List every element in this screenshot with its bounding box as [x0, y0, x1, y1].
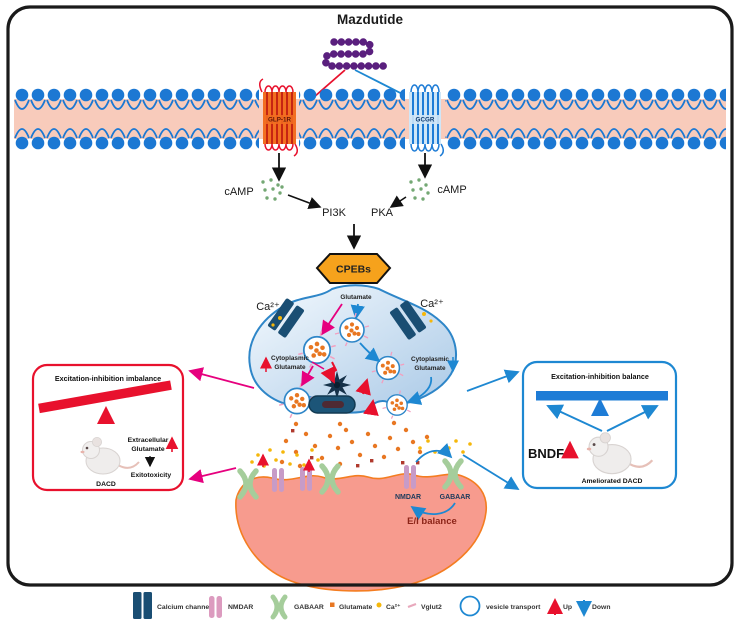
gabaar-icon [270, 594, 288, 620]
legend-item-vglut2: Vglut2 [407, 602, 442, 611]
arrow-mouse-to-seesaw-left [546, 404, 603, 432]
legend-item-down: Down [576, 600, 611, 617]
svg-text:Calcium channel: Calcium channel [157, 604, 211, 611]
arrow-glutamate-uptake-magenta [321, 303, 343, 336]
calcium-channel-icon [133, 592, 152, 619]
figure-title: Mazdutide [337, 12, 403, 27]
svg-text:Cytoplasmic: Cytoplasmic [271, 355, 309, 362]
mazdutide-peptide-chain [321, 38, 388, 70]
camp-dots-right [409, 178, 430, 201]
svg-text:vesicle transport: vesicle transport [486, 604, 541, 611]
ei-balance-label: E/I balance [407, 516, 457, 527]
extracellular-label-line1: Extracellular [128, 437, 169, 444]
svg-text:Glutamate: Glutamate [274, 364, 306, 371]
legend: Calcium channel NMDAR GABAAR Glutamate C… [133, 592, 611, 620]
red-up-arrow [362, 399, 379, 417]
glutamate-label: Glutamate [340, 294, 372, 301]
gabaar-label: GABAAR [440, 494, 471, 501]
balance-box: Excitation-inhibition balance BNDF Ameli… [521, 360, 678, 490]
arrow-camp-to-pka [389, 195, 407, 208]
legend-item-glutamate: Glutamate [330, 602, 372, 611]
arrow-gabaar-to-nmdar [410, 502, 456, 521]
vesicle-transport-icon [459, 595, 481, 617]
red-up-arrow [355, 378, 371, 396]
arrow-vesicle-transport-magenta [301, 365, 315, 387]
camp-right-label: cAMP [437, 184, 466, 196]
exitotoxicity-label: Exitotoxicity [131, 472, 172, 479]
arrow-synapse-to-imbalance-box [188, 367, 255, 389]
legend-item-gabaar: GABAAR [270, 594, 324, 620]
figure-frame [6, 5, 734, 587]
dacd-label: DACD [96, 481, 116, 488]
mitochondria [308, 395, 356, 414]
imbalance-title: Excitation-inhibition imbalance [55, 374, 161, 383]
cpebs-hexagon [315, 253, 392, 284]
arrow-vesicle-release-blue [406, 376, 432, 405]
calcium-ions [271, 312, 433, 327]
vglut2-icon [407, 602, 417, 609]
svg-text:Cytoplasmic: Cytoplasmic [411, 356, 449, 363]
star-core [333, 381, 341, 389]
legend-item-up: Up [547, 598, 572, 615]
cytoplasmic-glutamate-right: Cytoplasmic Glutamate [411, 356, 459, 373]
legend-item-calcium-channel: Calcium channel [133, 592, 211, 619]
bndf-label: BNDF [528, 446, 564, 461]
ca-label-left: Ca²⁺ [256, 301, 280, 313]
released-glutamate-dots [279, 420, 430, 469]
glutamate-icon [330, 602, 335, 607]
extracellular-label-line2: Glutamate [131, 446, 164, 453]
cell-membrane [14, 88, 726, 150]
calcium-ion-icon [376, 602, 382, 608]
nmdar-icon [209, 596, 222, 618]
arrow-vesicle-transport-blue [359, 342, 381, 363]
gcgr-receptor: GCGR [405, 84, 445, 157]
pi3k-label: PI3K [322, 207, 347, 219]
legend-item-nmdar: NMDAR [209, 596, 253, 618]
svg-text:Up: Up [563, 604, 572, 611]
svg-text:Ca²⁺: Ca²⁺ [386, 604, 401, 611]
arrow-synapse-to-balance-box [466, 369, 520, 392]
balance-title: Excitation-inhibition balance [551, 372, 649, 381]
legend-item-ca: Ca²⁺ [376, 602, 401, 611]
gcgr-label: GCGR [416, 117, 435, 124]
ca-label-right: Ca²⁺ [420, 298, 444, 310]
camp-left-label: cAMP [224, 186, 253, 198]
nmdar-label: NMDAR [395, 494, 421, 501]
arrow-nmdar-to-gabaar [415, 443, 453, 463]
arrow-postsynapse-to-balance-box [462, 454, 520, 490]
legend-item-vesicle-transport: vesicle transport [459, 595, 541, 617]
svg-text:NMDAR: NMDAR [228, 604, 253, 611]
glp1r-receptor: GLP-1R [259, 78, 299, 157]
ameliorated-dacd-label: Ameliorated DACD [582, 478, 643, 485]
seesaw-balanced [536, 391, 668, 416]
svg-text:Down: Down [592, 604, 611, 611]
cpebs-label: CPEBs [336, 264, 371, 276]
arrow-glutamate-uptake-blue [350, 303, 365, 320]
svg-text:Glutamate: Glutamate [339, 604, 372, 611]
glp1r-label: GLP-1R [268, 117, 292, 124]
svg-text:GABAAR: GABAAR [294, 604, 324, 611]
arrow-postsynapse-to-imbalance-box [188, 467, 237, 484]
imbalance-box: Excitation-inhibition imbalance Extracel… [31, 363, 185, 492]
pka-label: PKA [371, 207, 394, 219]
red-jagged-arrow-down [320, 361, 338, 384]
svg-text:Glutamate: Glutamate [414, 365, 446, 372]
arrow-mouse-to-seesaw-right [606, 405, 659, 432]
seesaw-imbalanced [38, 380, 172, 424]
camp-dots-left [261, 178, 284, 201]
arrow-camp-to-pi3k [287, 194, 322, 210]
svg-text:Vglut2: Vglut2 [421, 604, 442, 611]
